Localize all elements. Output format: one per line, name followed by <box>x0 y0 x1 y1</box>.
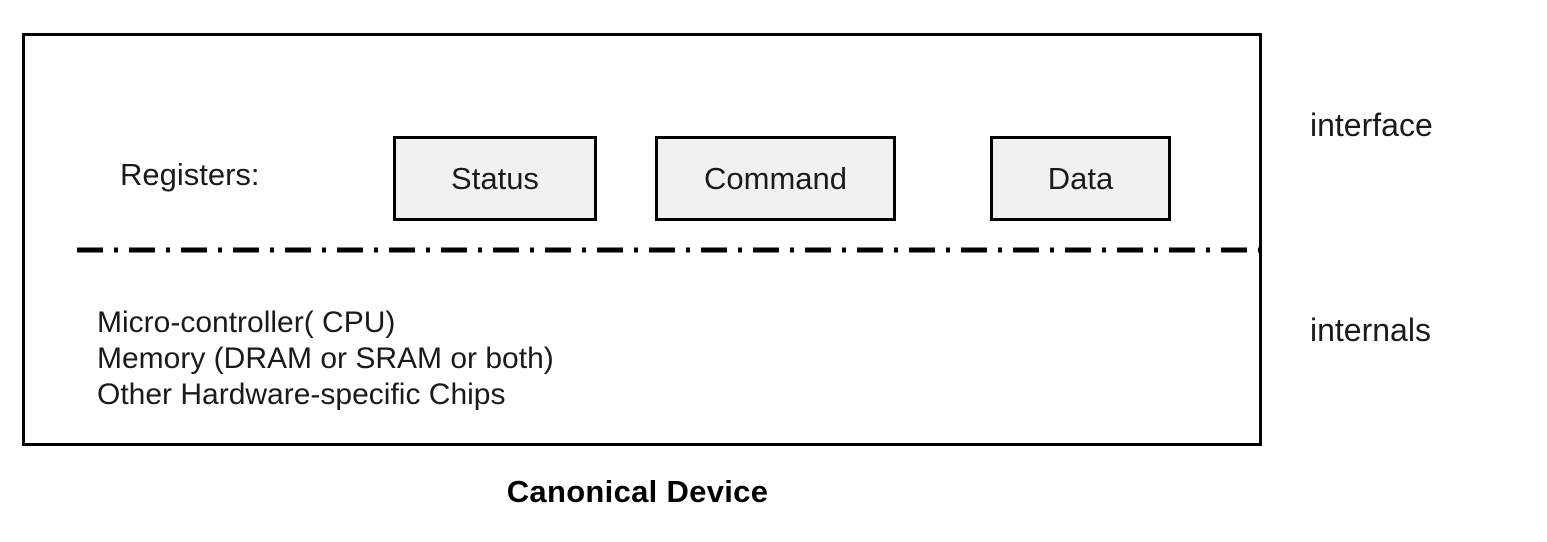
interface-side-label: interface <box>1310 107 1433 143</box>
dash-dot-line-icon <box>77 247 1261 253</box>
internals-side-label: internals <box>1310 312 1431 348</box>
data-register-label: Data <box>1047 160 1114 196</box>
status-register-box: Status <box>393 136 597 221</box>
internals-line-3: Other Hardware-specific Chips <box>97 378 506 411</box>
command-register-label: Command <box>704 160 847 196</box>
status-register-label: Status <box>451 160 539 196</box>
internals-line-2: Memory (DRAM or SRAM or both) <box>97 342 554 375</box>
registers-label: Registers: <box>120 157 260 192</box>
internals-line-1: Micro-controller( CPU) <box>97 306 396 339</box>
interface-internals-divider <box>77 247 1261 253</box>
figure-caption: Canonical Device <box>506 474 769 509</box>
command-register-box: Command <box>655 136 896 221</box>
canonical-device-box: Registers: Status Command Data Micro-con… <box>22 33 1262 446</box>
internals-text-block: Micro-controller( CPU) Memory (DRAM or S… <box>97 305 554 413</box>
data-register-box: Data <box>990 136 1171 221</box>
